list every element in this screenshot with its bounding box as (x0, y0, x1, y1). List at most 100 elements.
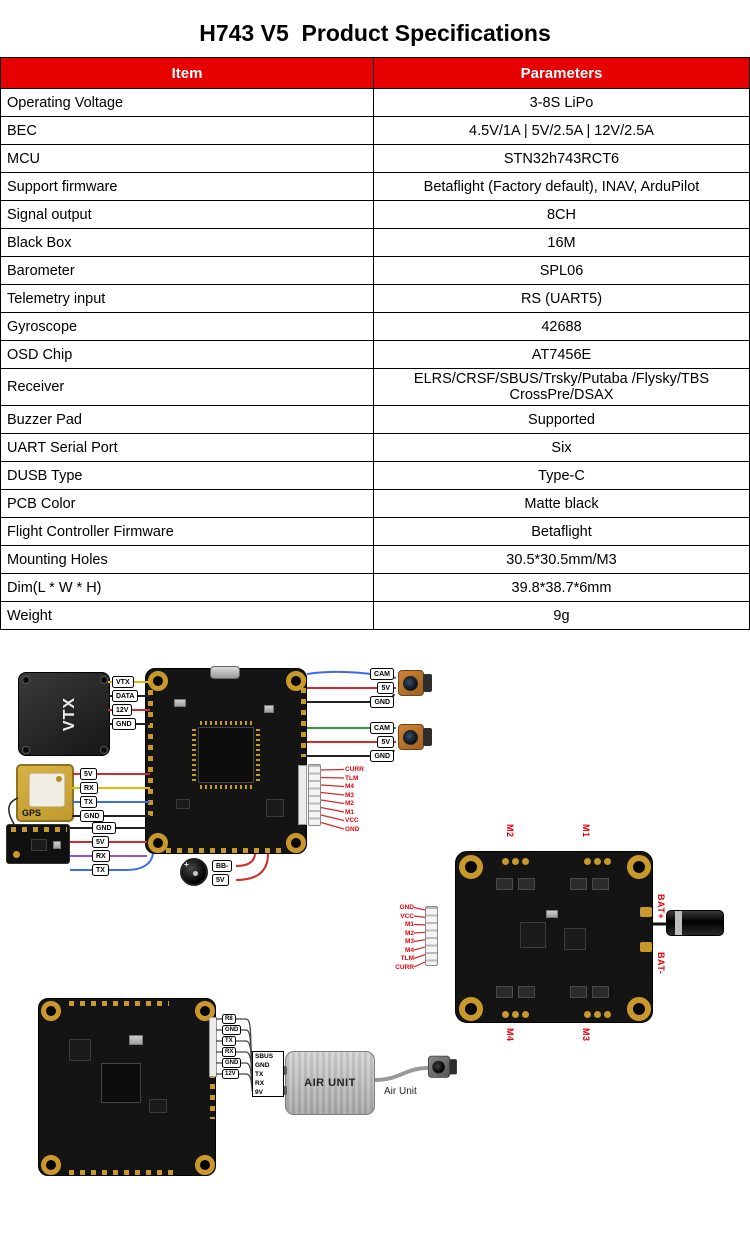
spec-sheet: H743 V5 Product Specifications Item Para… (0, 20, 750, 1200)
mounting-hole (459, 855, 483, 879)
camera-back (423, 728, 432, 746)
solder-pads (69, 1170, 179, 1175)
screw-hole (100, 676, 108, 684)
usb-c-port (210, 666, 240, 679)
pin-label: CURR (395, 963, 414, 971)
antenna-connector (281, 1066, 287, 1075)
pin-label: TX (222, 1036, 236, 1046)
pin-label: DATA (112, 690, 139, 702)
pin-label: 9V (255, 1088, 263, 1096)
antenna-connector (281, 1086, 287, 1095)
spec-header-parameters: Parameters (373, 57, 750, 89)
spec-value-cell: STN32h743RCT6 (373, 144, 750, 173)
ic-chip (564, 928, 586, 950)
pin-label: SBUS (255, 1052, 274, 1060)
camera-lens (403, 676, 418, 691)
mosfet (592, 878, 609, 890)
motor-pad (604, 1011, 611, 1018)
screw-hole (22, 746, 30, 754)
spec-value-cell: 30.5*30.5mm/M3 (373, 545, 750, 574)
pin-label: GND (222, 1025, 242, 1035)
pin-label: M1 (404, 921, 414, 928)
pin-label: 5V (92, 836, 109, 848)
solder-pads (69, 1001, 169, 1006)
spec-item-cell: Dim(L * W * H) (0, 573, 374, 602)
spec-header-row: Item Parameters (0, 57, 750, 89)
spec-item-cell: PCB Color (0, 489, 374, 518)
mounting-hole (459, 997, 483, 1021)
mounting-hole (627, 855, 651, 879)
motor-pad (522, 858, 529, 865)
pin-label: TX (92, 864, 109, 876)
mounting-hole (41, 1155, 61, 1175)
flight-controller-bottom-board (38, 998, 217, 1176)
wiring-diagram: VTX (0, 666, 750, 1200)
spec-item-cell: Weight (0, 601, 374, 630)
pin-label: TLM (400, 955, 414, 962)
pin-label: GND (255, 1061, 270, 1069)
gps-module: GPS (16, 764, 74, 822)
spec-value-cell: Supported (373, 405, 750, 434)
pin-label: VCC (345, 817, 359, 824)
spec-value-cell: Matte black (373, 489, 750, 518)
pin-label: GND (92, 822, 116, 834)
pin-label: M4 (404, 946, 414, 954)
pin-label: GND (345, 825, 360, 833)
camera-lens (432, 1060, 445, 1074)
pin-label: M2 (345, 800, 355, 807)
spec-value-cell: 4.5V/1A | 5V/2.5A | 12V/2.5A (373, 116, 750, 145)
spec-value-cell: Type-C (373, 461, 750, 490)
spec-item-cell: Barometer (0, 256, 374, 285)
spec-value-cell: Betaflight (Factory default), INAV, Ardu… (373, 172, 750, 201)
chip-pins (200, 721, 252, 725)
spec-item-cell: Black Box (0, 228, 374, 257)
antenna-pad (13, 851, 20, 858)
spec-item-cell: MCU (0, 144, 374, 173)
pin-label: GND (80, 810, 104, 822)
buzzer: + (180, 858, 208, 886)
bat-minus-label: BAT- (656, 952, 666, 975)
chip-pins (256, 729, 260, 781)
motor-pad (594, 858, 601, 865)
spec-item-cell: Signal output (0, 200, 374, 229)
camera-2 (398, 722, 434, 752)
motor-label-m4: M4 (505, 1028, 515, 1042)
pin-label: TX (80, 796, 97, 808)
spec-item-cell: BEC (0, 116, 374, 145)
spec-value-cell: 3-8S LiPo (373, 88, 750, 117)
pin-label: CURR (345, 766, 364, 773)
component (546, 910, 558, 918)
mounting-hole (195, 1001, 215, 1021)
ic-chip (69, 1039, 91, 1061)
ic-chip (149, 1099, 167, 1113)
gps-label: GPS (22, 808, 42, 818)
camera-1 (398, 668, 434, 698)
pin-label: GND (112, 718, 136, 730)
pin-label: 12V (222, 1069, 239, 1079)
motor-label-m1: M1 (581, 824, 591, 838)
spec-value-cell: 9g (373, 601, 750, 630)
motor-pad (502, 1011, 509, 1018)
mounting-hole (41, 1001, 61, 1021)
pin-label: RX (255, 1079, 265, 1087)
mosfet (518, 878, 535, 890)
mosfet (592, 986, 609, 998)
spec-row: Dim(L * W * H)39.8*38.7*6mm (0, 573, 750, 602)
spec-header-item: Item (0, 57, 374, 89)
pin-label: GND (399, 904, 414, 911)
pin-label: BB- (212, 860, 233, 872)
pin-label: M3 (345, 791, 355, 799)
